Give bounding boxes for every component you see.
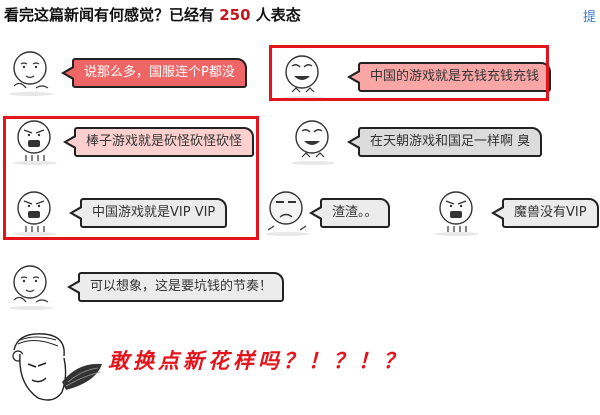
footer-caption: 敢换点新花样吗？！？！？ (108, 348, 408, 373)
header-link[interactable]: 提 (582, 10, 596, 25)
title-prefix: 看完这篇新闻有何感觉？已经有 (4, 6, 220, 24)
reaction-bubble: 棒子游戏就是砍怪砍怪砍怪 (62, 127, 255, 157)
page-title: 看完这篇新闻有何感觉？已经有 250 人表态 (4, 4, 301, 26)
reaction-bubble: 渣渣。。 (309, 198, 390, 228)
reaction-item[interactable]: 在天朝游戏和国足一样啊 臭 (288, 115, 588, 167)
reaction-bubble: 中国游戏就是VIP VIP (68, 198, 228, 228)
reaction-item[interactable]: 棒子游戏就是砍怪砍怪砍怪 (10, 115, 260, 167)
laughing-face-icon (291, 120, 335, 165)
reaction-bubble: 说那么多，国服连个P都没 (61, 58, 247, 88)
angry-face-icon (13, 191, 57, 236)
reaction-count: 250 (219, 6, 251, 24)
reaction-item[interactable]: 魔兽没有VIP (432, 186, 599, 238)
reaction-item[interactable]: 中国游戏就是VIP VIP (10, 186, 230, 238)
title-suffix: 人表态 (250, 6, 301, 24)
reaction-item[interactable]: 中国的游戏就是充钱充钱充钱 (278, 50, 552, 102)
reaction-item[interactable]: 说那么多，国服连个P都没 (6, 46, 247, 98)
reaction-item[interactable]: 渣渣。。 (262, 186, 392, 238)
reaction-bubble: 可以想象，这是要坑钱的节奏！ (66, 272, 285, 302)
smirk-face-icon (9, 51, 53, 96)
disdain-face-icon (265, 191, 309, 236)
reaction-item[interactable]: 可以想象，这是要坑钱的节奏！ (6, 260, 286, 312)
angry-face-icon (435, 191, 479, 236)
brush-face-icon (12, 333, 102, 401)
reaction-bubble: 中国的游戏就是充钱充钱充钱 (346, 62, 552, 92)
angry-face-icon (13, 120, 57, 165)
laughing-face-icon (281, 55, 325, 100)
reaction-bubble: 魔兽没有VIP (491, 198, 599, 228)
smirk-face-icon (9, 265, 53, 310)
reaction-bubble: 在天朝游戏和国足一样啊 臭 (346, 127, 543, 157)
